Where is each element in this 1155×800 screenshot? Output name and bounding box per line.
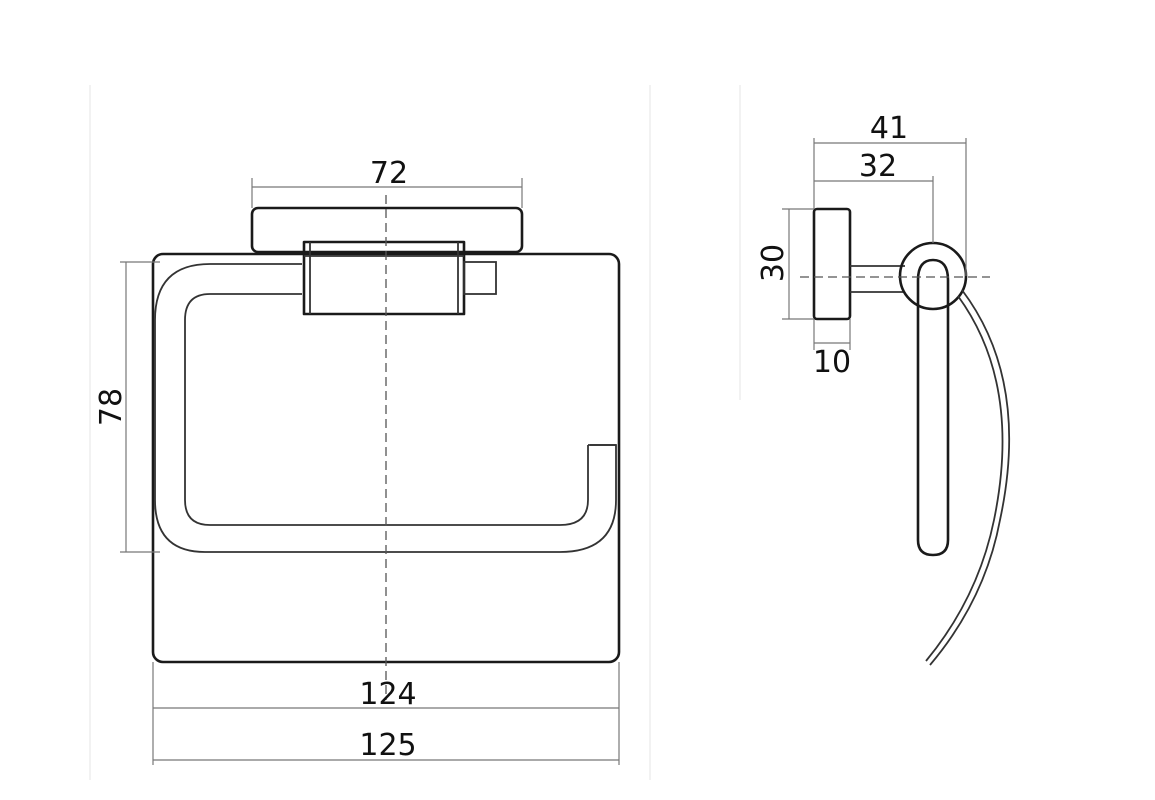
roll-arm-inner	[184, 293, 589, 526]
dim-label-10: 10	[813, 345, 851, 380]
dimension-124: 124	[152, 662, 620, 765]
hinge-pin	[463, 261, 497, 295]
dim-label-41: 41	[870, 111, 908, 146]
dim-label-30: 30	[756, 244, 791, 282]
roll-arm-outer	[154, 263, 617, 553]
wall-mount-plate	[250, 206, 524, 254]
side-roll-arm	[916, 258, 950, 557]
dim-label-124: 124	[359, 677, 416, 712]
background-frame	[89, 85, 741, 780]
dim-label-32: 32	[859, 149, 897, 184]
side-hinge-circle	[898, 241, 968, 311]
dimension-32: 32	[814, 149, 934, 243]
dimension-125: 125	[153, 728, 619, 763]
dimension-30: 30	[756, 208, 814, 320]
side-wall-base	[812, 207, 852, 321]
dimension-41: 41	[813, 111, 967, 276]
dimension-72: 72	[251, 156, 523, 208]
dimension-78: 78	[94, 261, 160, 553]
dim-label-78: 78	[94, 388, 129, 426]
front-view: 72 78 124 125	[94, 156, 621, 765]
dim-label-72: 72	[370, 156, 408, 191]
dimension-10: 10	[813, 319, 851, 380]
side-cover-flap	[929, 289, 1011, 666]
side-view: 41 32 30 10	[756, 111, 1011, 666]
dim-label-125: 125	[359, 728, 416, 763]
